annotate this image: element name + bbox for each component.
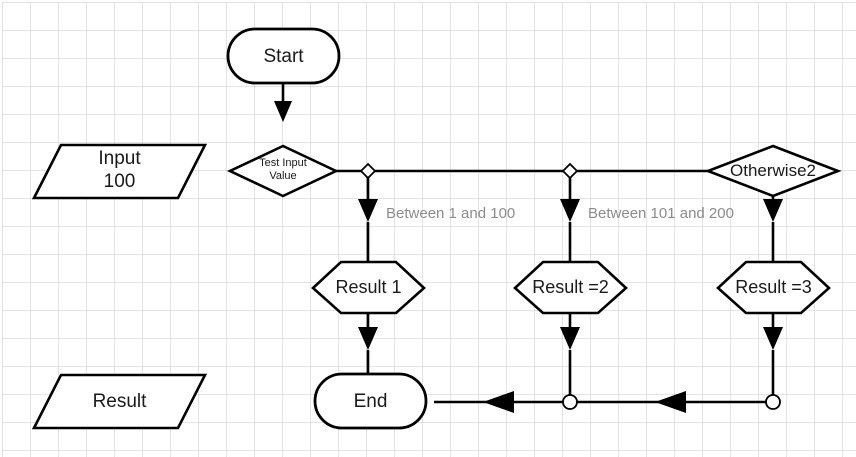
- connector-start-to-test: [274, 83, 292, 122]
- node-result1-shape[interactable]: [311, 260, 426, 315]
- junction-merge-result2[interactable]: [562, 394, 578, 410]
- node-otherwise-shape[interactable]: [704, 144, 842, 198]
- connector-result3-to-merge: [763, 313, 783, 402]
- connector-bottom-merge-line: [434, 391, 773, 413]
- node-start-shape[interactable]: [226, 27, 341, 85]
- node-result2-shape[interactable]: [513, 260, 628, 315]
- node-input-shape[interactable]: [31, 143, 208, 200]
- junction-branch1-diamond[interactable]: [359, 162, 377, 180]
- node-result-output-shape[interactable]: [31, 373, 208, 430]
- connector-result1-to-end: [358, 313, 378, 374]
- node-result3-shape[interactable]: [716, 260, 831, 315]
- junction-merge-result3[interactable]: [765, 394, 781, 410]
- connector-branch1: [358, 171, 378, 262]
- junction-branch2-diamond[interactable]: [561, 162, 579, 180]
- node-test-input-shape[interactable]: [226, 144, 340, 198]
- connector-otherwise-to-result3: [763, 196, 783, 262]
- connector-result2-to-merge: [560, 313, 580, 402]
- node-end-shape[interactable]: [313, 372, 428, 430]
- connector-branch2: [560, 171, 580, 262]
